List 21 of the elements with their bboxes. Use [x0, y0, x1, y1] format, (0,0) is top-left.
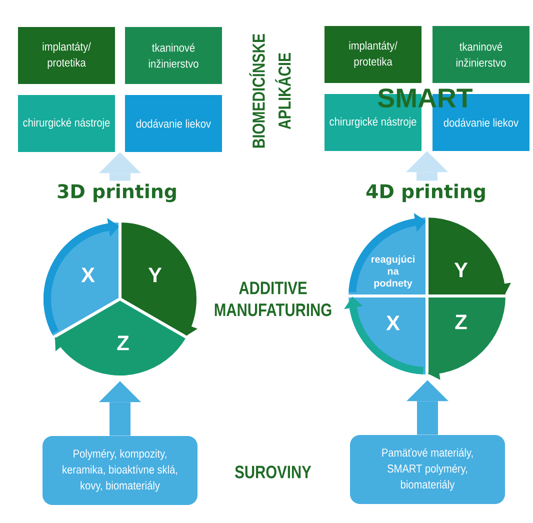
text-box: implantáty/ protetika [18, 27, 115, 84]
block-arrow [406, 151, 448, 181]
section-label: ADDITIVE MANUFATURING [214, 282, 332, 316]
vertical-label: BIOMEDICÍNSKE APLIKÁCIE [249, 34, 291, 148]
text-box: chirurgické nástroje [18, 94, 115, 152]
block-arrow [406, 380, 448, 435]
heading: 3D printing [58, 184, 176, 202]
pie-segment: Z [50, 297, 190, 378]
text-box: tkaninové inžinierstvo [432, 26, 530, 83]
pie-segment: Y [426, 214, 511, 298]
section-label: SUROVINY [235, 466, 312, 478]
heading: 4D printing [366, 184, 485, 202]
text-box: dodávanie liekov [125, 94, 222, 152]
text-box: tkaninové inžinierstvo [125, 27, 222, 84]
block-arrow [99, 381, 141, 436]
rounded-box: Polyméry, kompozity, keramika, bioaktívne sklá, kovy, biomateriály [42, 436, 198, 505]
pie-segment: X [344, 294, 428, 378]
text-box: implantáty/ protetika [324, 26, 422, 83]
rounded-box: Pamäťové materiály, SMART polyméry, biomateriály [350, 434, 505, 504]
pie-segment: Z [426, 294, 508, 380]
block-arrow [99, 152, 141, 181]
